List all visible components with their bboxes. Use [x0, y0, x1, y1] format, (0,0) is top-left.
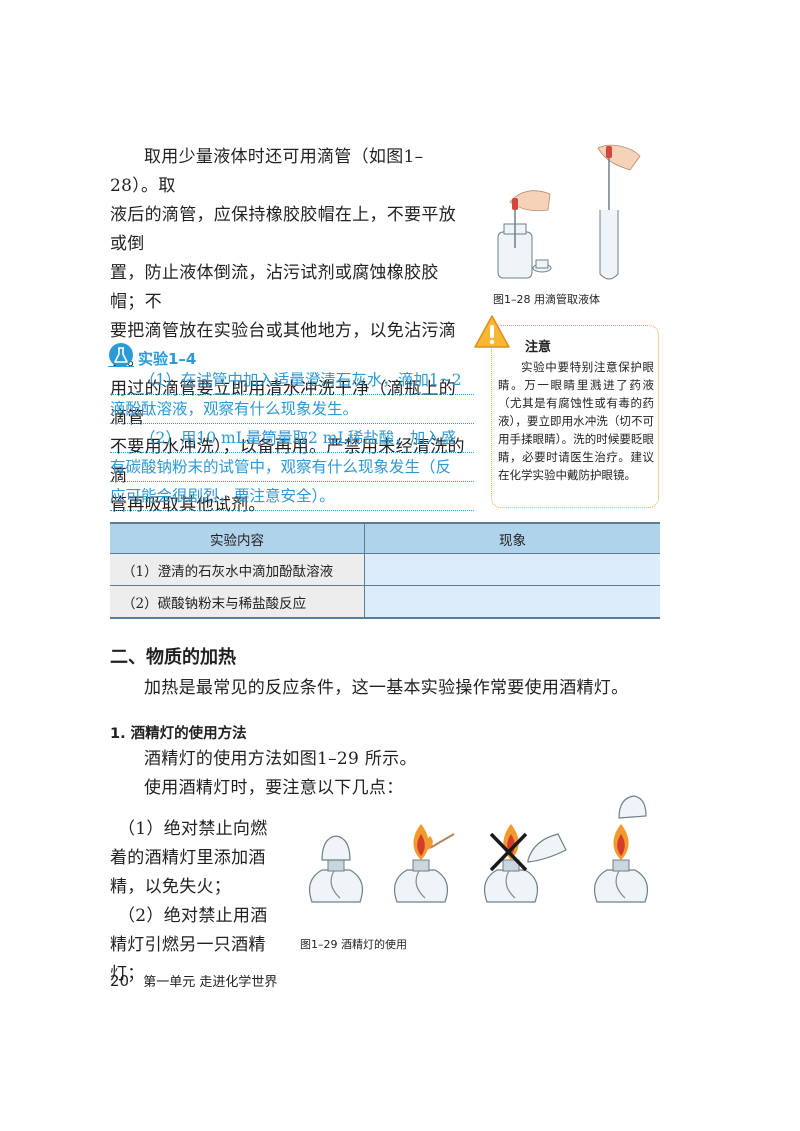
dropper-illustration [497, 144, 641, 280]
flask-icon [109, 343, 133, 367]
observation-table: 实验内容 现象 （1）澄清的石灰水中滴加酚酞溶液 （2）碳酸钠粉末与稀盐酸反应 [110, 522, 660, 619]
subsection-line: 使用酒精灯时，要注意以下几点： [144, 778, 404, 798]
table-row: （1）澄清的石灰水中滴加酚酞溶液 [110, 553, 660, 586]
alcohol-lamp-illustration [308, 795, 649, 903]
table-cell [364, 553, 660, 586]
footer-text: 第一单元 走进化学世界 [143, 975, 278, 990]
section-title: 二、物质的加热 [110, 647, 236, 668]
table-row: （2）碳酸钠粉末与稀盐酸反应 [110, 585, 660, 619]
table-cell: （1）澄清的石灰水中滴加酚酞溶液 [110, 553, 365, 586]
page-number: 20 [110, 972, 130, 990]
table-cell [364, 585, 660, 619]
rules-text: （1）绝对禁止向燃 着的酒精灯里添加酒 精，以免失火； （2）绝对禁止用酒 精灯… [110, 815, 290, 989]
warning-icon [474, 315, 510, 348]
section-intro: 加热是最常见的反应条件，这一基本实验操作常要使用酒精灯。 [144, 674, 628, 703]
subsection-line: 酒精灯的使用方法如图1–29 所示。 [144, 749, 417, 769]
rule-line: 精灯引燃另一只酒精灯； [110, 935, 266, 984]
figure-129-caption: 图1–29 酒精灯的使用 [300, 938, 407, 951]
experiment-line: 滴酚酞溶液，观察有什么现象发生。 [110, 395, 474, 424]
rule-line: （1）绝对禁止向燃 [118, 819, 268, 839]
notice-box [491, 325, 659, 508]
page-footer: 20 第一单元 走进化学世界 [110, 971, 277, 990]
experiment-text: （1）在试管中加入适量澄清石灰水，滴加1~2 滴酚酞溶液，观察有什么现象发生。 … [110, 366, 474, 511]
experiment-line: （1）在试管中加入适量澄清石灰水，滴加1~2 [110, 366, 474, 395]
experiment-line: 应可能会很剧烈，要注意安全）。 [110, 482, 474, 511]
intro-line: 置，防止液体倒流，沾污试剂或腐蚀橡胶胶帽；不 [110, 263, 439, 312]
table-header: 实验内容 [110, 522, 365, 554]
intro-line: 液后的滴管，应保持橡胶胶帽在上，不要平放或倒 [110, 205, 456, 254]
section-intro-text: 加热是最常见的反应条件，这一基本实验操作常要使用酒精灯。 [144, 678, 629, 698]
experiment-line: （2）用10 mL量筒量取2 mL稀盐酸，加入盛 [110, 424, 474, 453]
figure-128-caption: 图1–28 用滴管取液体 [493, 293, 600, 306]
table-cell: （2）碳酸钠粉末与稀盐酸反应 [110, 585, 365, 619]
rule-line: 着的酒精灯里添加酒 [110, 848, 266, 868]
subsection-title: 1. 酒精灯的使用方法 [110, 726, 247, 742]
intro-line: 取用少量液体时还可用滴管（如图1–28）。取 [110, 147, 424, 196]
experiment-title: 实验1–4 [138, 350, 197, 368]
notice-body: 实验中要特别注意保护眼睛。万一眼睛里溅进了药液（尤其是有腐蚀性或有毒的药液），要… [498, 360, 654, 482]
rule-line: 精，以免失火； [110, 877, 232, 897]
notice-title: 注意 [525, 340, 552, 355]
subsection-text: 酒精灯的使用方法如图1–29 所示。 使用酒精灯时，要注意以下几点： [144, 745, 417, 803]
rule-line: （2）绝对禁止用酒 [118, 906, 268, 926]
experiment-underline [108, 366, 134, 367]
table-header: 现象 [364, 522, 660, 554]
experiment-line: 有碳酸钠粉末的试管中，观察有什么现象发生（反 [110, 453, 474, 482]
